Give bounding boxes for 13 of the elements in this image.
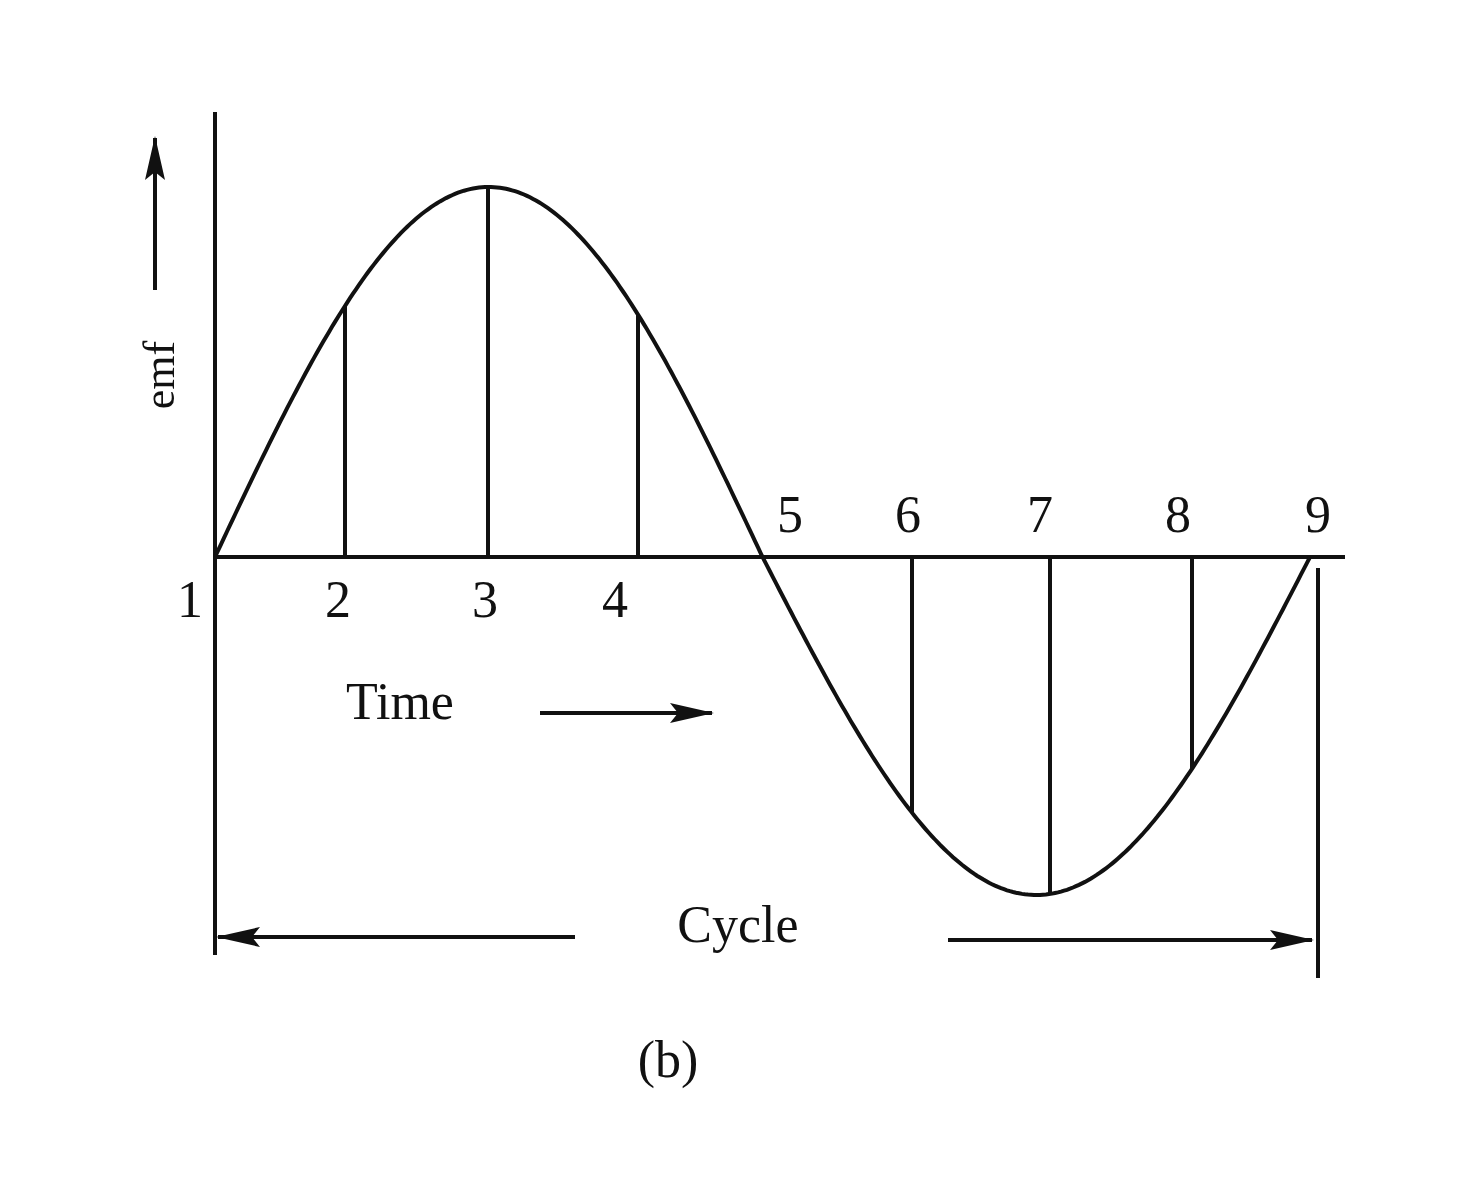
axis-label: emf	[138, 340, 182, 410]
axis-label: Time	[346, 676, 454, 728]
point-number: 4	[602, 574, 628, 626]
point-number: 9	[1305, 489, 1331, 541]
point-number: 6	[895, 489, 921, 541]
point-number: 5	[777, 489, 803, 541]
point-number: 8	[1165, 489, 1191, 541]
figure-caption: (b)	[637, 1034, 699, 1086]
point-number: 3	[472, 574, 498, 626]
point-number: 2	[325, 574, 351, 626]
point-number: 7	[1027, 489, 1053, 541]
dimension-label: Cycle	[677, 899, 799, 951]
point-number: 1	[177, 574, 203, 626]
